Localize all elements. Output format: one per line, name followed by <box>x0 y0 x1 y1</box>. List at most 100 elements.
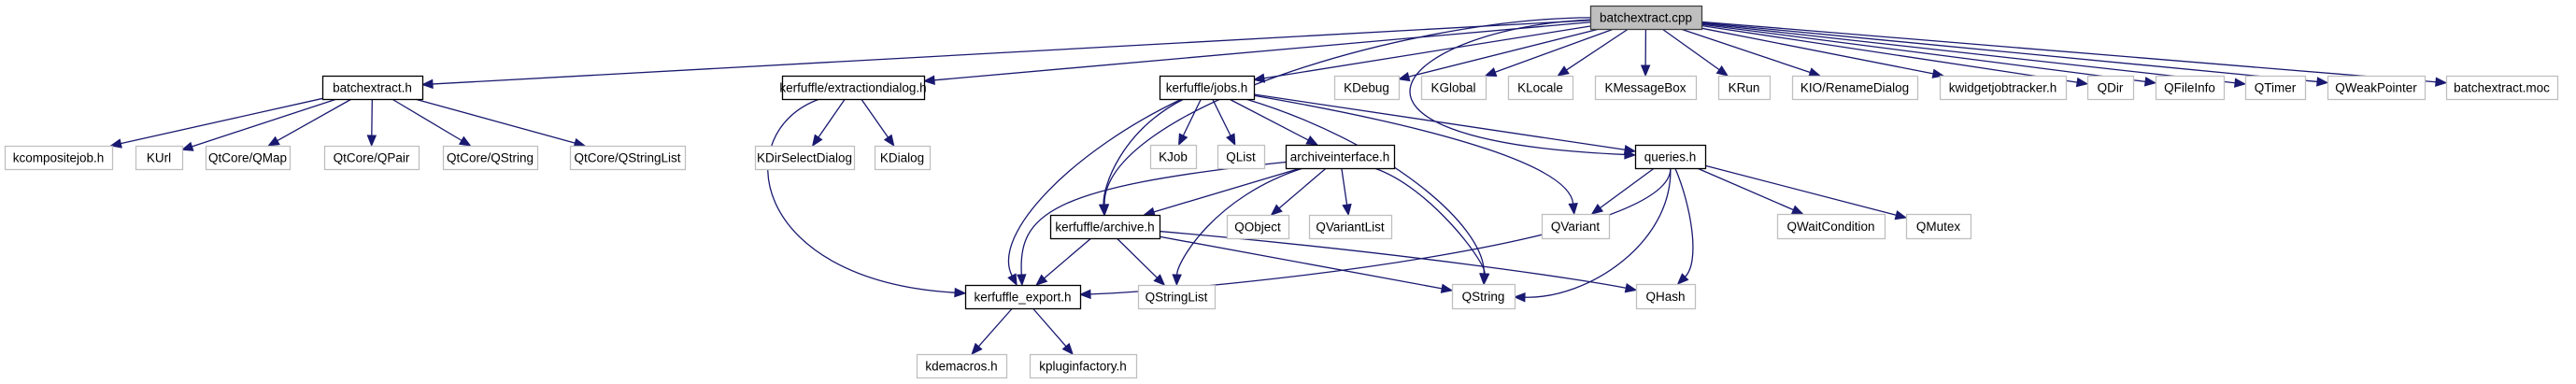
arrowhead-icon <box>1624 283 1638 293</box>
node-qtcore-qmap: QtCore/QMap <box>205 145 292 171</box>
node-kerfuffle-jobs-h[interactable]: kerfuffle/jobs.h <box>1159 75 1256 101</box>
node-qmutex: QMutex <box>1905 213 1972 240</box>
node-batchextract-cpp[interactable]: batchextract.cpp <box>1589 5 1703 31</box>
edge-line <box>1524 167 1672 298</box>
node-box <box>1149 144 1198 170</box>
arrowhead-icon <box>1172 274 1182 287</box>
edge-queries-h-to-qmutex <box>1704 164 1908 220</box>
arrowhead-icon <box>1153 274 1166 286</box>
edge-archive-h-to-qhash <box>1159 230 1638 293</box>
edge-line <box>1263 25 1591 79</box>
node-label: queries.h <box>1644 150 1697 164</box>
edge-line <box>1701 27 1934 75</box>
node-box <box>1594 75 1698 101</box>
edge-line <box>432 20 1591 85</box>
node-label: QtCore/QPair <box>334 151 410 165</box>
arrowhead-icon <box>1035 274 1048 286</box>
node-qtcore-qpair: QtCore/QPair <box>323 145 420 171</box>
node-box <box>2244 75 2307 101</box>
arrowhead-icon <box>1061 342 1074 355</box>
node-box <box>1634 144 1707 170</box>
node-label: KJob <box>1159 150 1188 164</box>
node-label: KDebug <box>1344 81 1389 95</box>
node-label: batchextract.moc <box>2454 81 2550 95</box>
edge-line <box>1245 98 1485 275</box>
edge-line <box>1032 307 1067 348</box>
edge-jobs-h-to-archive-h <box>1098 98 1185 217</box>
edge-batchextract-cpp-to-kglobal <box>1484 28 1615 77</box>
node-box <box>135 145 184 171</box>
node-batchextract-h[interactable]: batchextract.h <box>321 75 424 101</box>
edge-line <box>1182 98 1203 136</box>
node-box <box>1308 214 1393 240</box>
node-box <box>781 75 926 101</box>
edge-batchextract-cpp-to-kmessagebox <box>1640 28 1651 78</box>
node-box <box>1049 214 1161 240</box>
node-box <box>4 145 114 171</box>
node-box <box>1635 283 1697 310</box>
edge-batchextract-cpp-to-kwidgetjobtracker-h <box>1701 27 1945 78</box>
node-qlist: QList <box>1217 144 1266 170</box>
edge-line <box>1007 98 1183 277</box>
edge-line <box>1566 28 1630 71</box>
node-kurl: KUrl <box>135 145 184 171</box>
node-label: batchextract.h <box>333 81 412 95</box>
edge-jobs-h-to-queries-h <box>1253 93 1637 155</box>
node-kwidgetjobtracker-h: kwidgetjobtracker.h <box>1939 75 2068 101</box>
edge-line <box>1278 167 1327 209</box>
node-kerfuffle-extractiondialog-h[interactable]: kerfuffle/extractiondialog.h <box>779 75 927 101</box>
edge-jobs-h-to-qlist <box>1212 98 1236 147</box>
edge-extractiondialog-h-to-kdirselectdialog <box>811 98 846 148</box>
edge-batchextract-h-to-qtcore-qmap <box>267 98 352 147</box>
node-qwaitcondition: QWaitCondition <box>1776 213 1886 240</box>
edge-batchextract-cpp-to-klocale <box>1557 28 1630 77</box>
node-box <box>2327 75 2427 101</box>
edge-line <box>1103 17 1591 206</box>
node-kmessagebox: KMessageBox <box>1594 75 1698 101</box>
edge-line <box>1020 161 1287 276</box>
arrowhead-icon <box>366 135 377 148</box>
edge-batchextract-h-to-kurl <box>180 98 337 151</box>
edge-queries-h-to-qhash <box>1674 167 1694 285</box>
node-qobject: QObject <box>1226 214 1290 240</box>
node-kdialog: KDialog <box>874 145 932 171</box>
node-box <box>1333 75 1401 101</box>
edge-line <box>933 21 1591 81</box>
node-label: KIO/RenameDialog <box>1800 81 1909 95</box>
edge-line <box>1701 21 2437 83</box>
edge-line <box>1661 28 1720 71</box>
arrowhead-icon <box>1590 203 1604 215</box>
node-label: KDirSelectDialog <box>757 151 852 165</box>
arrowhead-icon <box>109 138 122 149</box>
node-archiveinterface-h[interactable]: archiveinterface.h <box>1285 144 1396 170</box>
arrowhead-icon <box>1808 67 1822 78</box>
edge-archiveinterface-h-to-qvariantlist <box>1341 167 1352 217</box>
edge-line <box>1253 93 1626 150</box>
node-label: QFileInfo <box>2164 81 2215 95</box>
node-label: QDir <box>2098 81 2124 95</box>
edge-batchextract-cpp-to-qtimer <box>1701 22 2247 88</box>
node-label: kpluginfactory.h <box>1039 360 1127 374</box>
arrowhead-icon <box>1270 204 1283 216</box>
edge-batchextract-cpp-to-qfileinfo <box>1701 23 2157 87</box>
edge-batchextract-h-to-qtcore-qpair <box>366 98 377 148</box>
edge-line <box>1175 167 1303 276</box>
node-qvariant: QVariant <box>1541 213 1611 240</box>
node-kerfuffle-export-h[interactable]: kerfuffle_export.h <box>964 284 1082 310</box>
node-krun: KRun <box>1717 75 1772 101</box>
node-box <box>1420 75 1487 101</box>
node-label: batchextract.cpp <box>1600 11 1692 25</box>
node-box <box>1137 284 1217 310</box>
node-label: QObject <box>1234 220 1281 235</box>
node-queries-h[interactable]: queries.h <box>1634 144 1707 170</box>
arrowhead-icon <box>2316 77 2329 87</box>
node-kerfuffle-archive-h[interactable]: kerfuffle/archive.h <box>1049 214 1161 240</box>
arrowhead-icon <box>1397 71 1411 82</box>
arrowhead-icon <box>2435 77 2448 87</box>
node-kdebug: KDebug <box>1333 75 1401 101</box>
node-qvariantlist: QVariantList <box>1308 214 1393 240</box>
node-box <box>1159 75 1256 101</box>
node-box <box>916 353 1008 379</box>
node-kdirselectdialog: KDirSelectDialog <box>754 145 856 171</box>
